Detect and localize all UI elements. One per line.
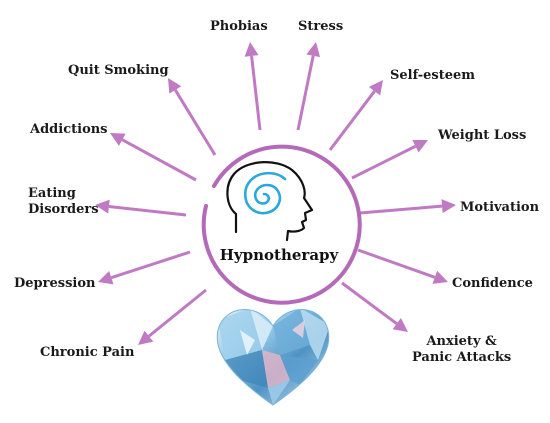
arrow-quit-smoking xyxy=(168,78,217,156)
item-label-eating-disorders: Eating Disorders xyxy=(28,186,99,217)
arrow-chronic-pain xyxy=(138,288,207,345)
arrow-head xyxy=(392,318,408,332)
arrow-shaft xyxy=(147,288,207,338)
center-ring xyxy=(201,144,362,305)
arrow-phobias xyxy=(244,42,262,131)
arrow-weight-loss xyxy=(351,140,428,180)
arrow-addictions xyxy=(110,133,197,182)
arrow-head xyxy=(368,80,383,96)
item-label-addictions: Addictions xyxy=(30,122,108,137)
arrow-eating-disorders xyxy=(95,199,187,217)
arrow-depression xyxy=(98,250,191,285)
arrow-stress xyxy=(296,42,321,131)
arrow-shaft xyxy=(121,138,197,182)
item-label-depression: Depression xyxy=(14,276,96,291)
arrow-head xyxy=(441,199,456,214)
item-label-anxiety: Anxiety & Panic Attacks xyxy=(412,334,512,365)
arrow-shaft xyxy=(357,248,436,279)
arrow-head xyxy=(432,270,448,284)
arrow-shaft xyxy=(250,55,262,131)
arrow-shaft xyxy=(351,144,417,180)
arrow-anxiety xyxy=(341,281,408,332)
spiral-icon xyxy=(243,171,287,215)
item-label-self-esteem: Self-esteem xyxy=(390,68,476,83)
arrow-head xyxy=(244,42,259,57)
item-label-motivation: Motivation xyxy=(460,200,540,215)
arrow-shaft xyxy=(110,250,191,280)
arrow-head xyxy=(412,140,428,153)
arrow-head xyxy=(138,330,154,345)
arrow-motivation xyxy=(359,199,456,215)
arrow-shaft xyxy=(359,204,443,215)
arrows xyxy=(95,42,456,345)
item-label-quit-smoking: Quit Smoking xyxy=(68,63,169,78)
item-label-confidence: Confidence xyxy=(452,276,533,291)
center-title: Hypnotherapy xyxy=(219,246,339,264)
arrow-shaft xyxy=(174,89,217,156)
arrow-head xyxy=(95,199,110,214)
crystal-heart-icon xyxy=(216,309,330,406)
arrow-shaft xyxy=(328,90,376,151)
arrow-self-esteem xyxy=(328,80,383,151)
arrow-shaft xyxy=(296,55,315,131)
arrow-head xyxy=(98,271,114,285)
item-label-weight-loss: Weight Loss xyxy=(438,128,527,143)
arrow-head xyxy=(110,133,126,146)
arrow-shaft xyxy=(108,205,187,217)
arrow-shaft xyxy=(341,281,398,325)
item-label-chronic-pain: Chronic Pain xyxy=(40,345,135,360)
arrow-head xyxy=(168,78,182,94)
item-label-phobias: Phobias xyxy=(210,19,268,34)
arrow-head xyxy=(306,42,321,58)
item-label-stress: Stress xyxy=(298,19,344,34)
head-profile-icon xyxy=(226,161,314,242)
arrow-confidence xyxy=(357,248,448,284)
